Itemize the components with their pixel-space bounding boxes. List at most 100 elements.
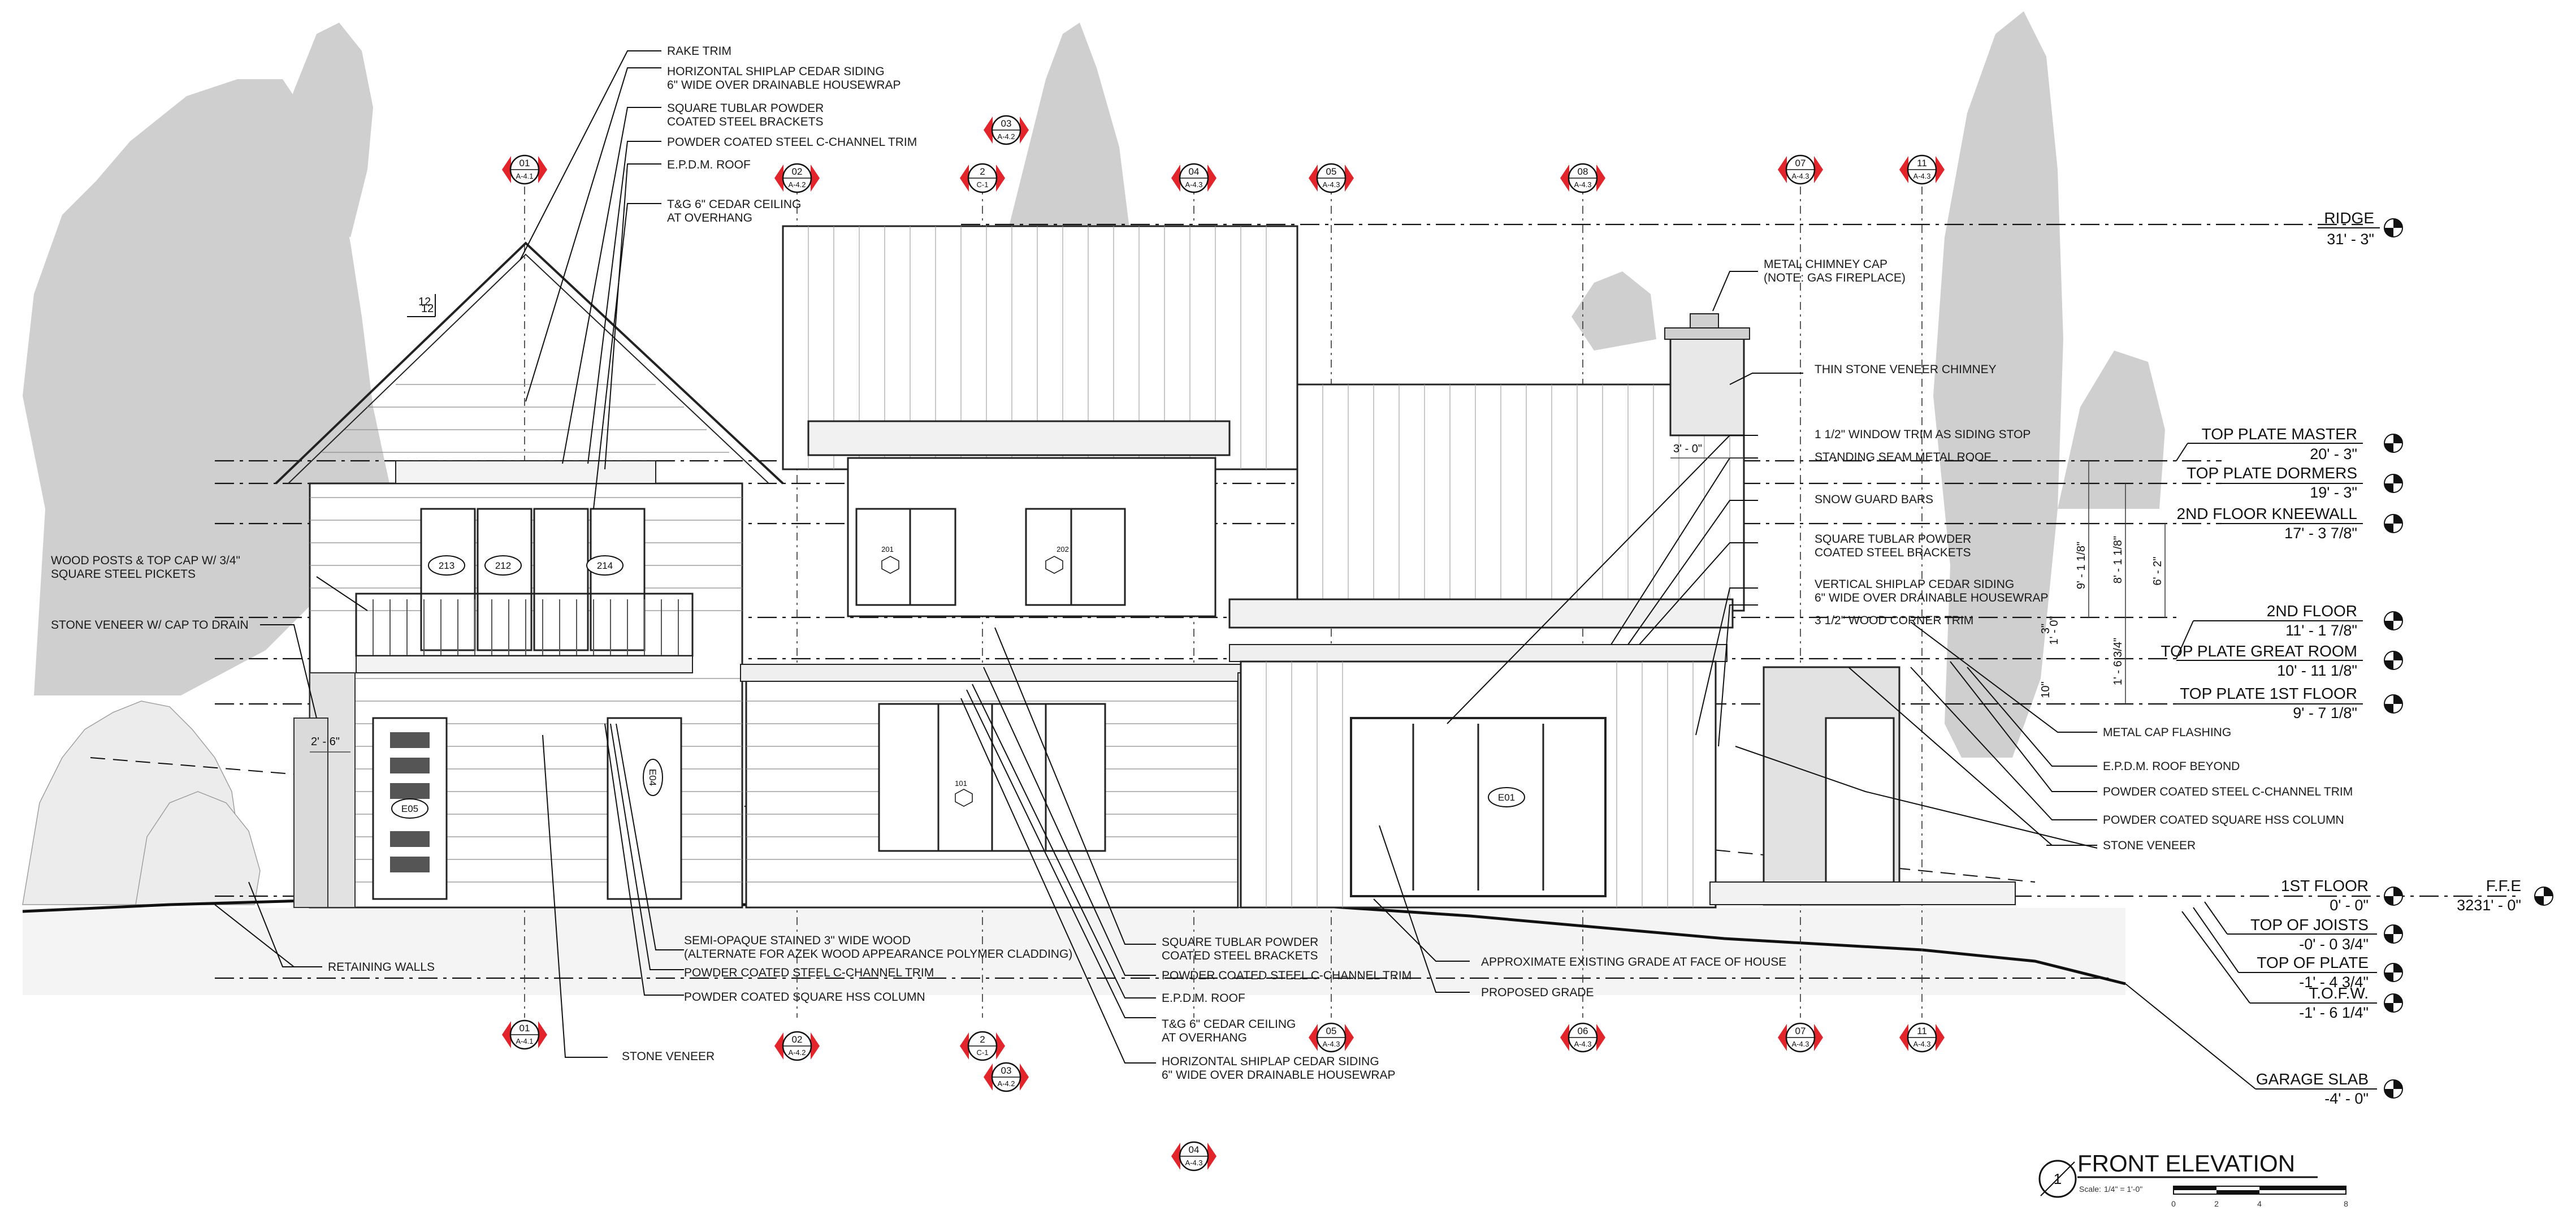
level-ffe-value: 3231' - 0" (2457, 897, 2521, 914)
view-title-block: 1 FRONT ELEVATION Scale: 1/4" = 1'-0" 0 … (2038, 1150, 2348, 1208)
window-tag-201: 201 (881, 545, 894, 554)
level-top-of-plate: TOP OF PLATE -1' - 4 3/4" (2193, 907, 2403, 991)
note-shiplap-2: 6" WIDE OVER DRAINABLE HOUSEWRAP (667, 79, 901, 92)
note-cedar-2: AT OVERHANG (667, 211, 752, 224)
section-direction-arrow (1309, 165, 1318, 192)
level-labels: RIDGE 31' - 3" TOP PLATE MASTER 20' - 3"… (2125, 209, 2553, 1107)
scale-prefix: Scale: (2079, 1185, 2101, 1194)
window-tag: 101 (955, 779, 973, 807)
level-top-plate-great-room: TOP PLATE GREAT ROOM 10' - 11 1/8" (2161, 642, 2403, 679)
note-brackets-2: COATED STEEL BRACKETS (667, 115, 824, 128)
notes-bottom: RETAINING WALLS SEMI-OPAQUE STAINED 3" W… (328, 934, 1786, 1082)
level-ridge-name: RIDGE (2324, 209, 2374, 227)
window-tag-101: 101 (955, 779, 967, 788)
door-tag: E04 (643, 759, 663, 796)
section-sheet: A-4.3 (1185, 180, 1202, 189)
note-cedar-b2: AT OVERHANG (1162, 1031, 1247, 1044)
left-shrubs (22, 701, 261, 905)
view-title: FRONT ELEVATION (2077, 1150, 2295, 1177)
section-sheet: A-4.3 (1791, 172, 1809, 180)
section-number: 05 (1326, 166, 1337, 177)
note-brackets-1: SQUARE TUBLAR POWDER (667, 102, 824, 115)
level-top-value: -1' - 4 3/4" (2299, 974, 2369, 991)
dim-b: 8' - 1 1/8" (2112, 536, 2124, 583)
door-tag-e05: E05 (401, 803, 418, 814)
section-number: 04 (1189, 166, 1200, 177)
section-direction-arrow (1814, 1024, 1823, 1051)
door-tag-e04: E04 (647, 769, 658, 786)
section-sheet: A-4.2 (788, 180, 806, 189)
note-existing-grade: APPROXIMATE EXISTING GRADE AT FACE OF HO… (1481, 956, 1786, 969)
section-number: 02 (792, 166, 803, 177)
note-corner-trim: 3 1/2" WOOD CORNER TRIM (1815, 614, 1973, 627)
window-tag-202: 202 (1057, 545, 1069, 554)
scale-tick-2: 2 (2214, 1199, 2219, 1208)
scale-value: 1/4" = 1'-0" (2104, 1185, 2142, 1194)
section-direction-arrow (1936, 156, 1945, 183)
top-section-mark: 02A-4.2 (774, 163, 820, 193)
section-direction-arrow (1345, 1024, 1354, 1051)
note-stained-wood-1: SEMI-OPAQUE STAINED 3" WIDE WOOD (684, 934, 911, 947)
right-wing (1228, 313, 2016, 909)
section-direction-arrow (1899, 1024, 1908, 1051)
level-tp1-name: TOP PLATE 1ST FLOOR (2180, 685, 2357, 702)
window-tag: 212 (484, 555, 522, 576)
level-top-name: TOP OF PLATE (2257, 954, 2369, 971)
note-hss-column-r: POWDER COATED SQUARE HSS COLUMN (2103, 814, 2344, 827)
dim-post-height: 2' - 6" (311, 736, 340, 748)
level-knee-name: 2ND FLOOR KNEEWALL (2177, 505, 2357, 522)
note-stone-chimney: THIN STONE VENEER CHIMNEY (1815, 363, 1997, 376)
level-top-plate-master: TOP PLATE MASTER 20' - 3" (2176, 425, 2403, 462)
section-direction-arrow (1778, 156, 1787, 183)
section-direction-arrow (811, 1032, 820, 1060)
section-number: 06 (1578, 1026, 1588, 1036)
note-stained-wood-2: (ALTERNATE FOR AZEK WOOD APPEARANCE POLY… (684, 948, 1072, 961)
dim-g: 10" (2040, 681, 2052, 698)
section-sheet: C-1 (977, 1048, 989, 1057)
pitch-rise: 12 (421, 302, 434, 315)
level-tpm-value: 20' - 3" (2310, 446, 2357, 462)
level-toj-name: TOP OF JOISTS (2250, 916, 2369, 933)
dim-f: 3" (2040, 624, 2052, 634)
top-section-mark: 2C-1 (960, 163, 1005, 193)
note-brackets-b1: SQUARE TUBLAR POWDER (1162, 936, 1318, 949)
window-tag: 202 (1045, 545, 1069, 574)
dim-a: 9' - 1 1/8" (2075, 542, 2088, 589)
note-vertical-shiplap-1: VERTICAL SHIPLAP CEDAR SIDING (1815, 578, 2014, 591)
window-tag: 213 (428, 555, 465, 576)
section-direction-arrow (1345, 165, 1354, 192)
section-number: 03 (1001, 1065, 1012, 1076)
note-c-channel-b: POWDER COATED STEEL C-CHANNEL TRIM (684, 966, 934, 979)
background-trees (22, 11, 2165, 905)
section-direction-arrow (1020, 1064, 1029, 1091)
note-shiplap-b2: 6" WIDE OVER DRAINABLE HOUSEWRAP (1162, 1069, 1396, 1082)
opening-tags: 213 212 214 201 202 101 E05 E04 (391, 545, 1525, 819)
section-number: 11 (1917, 158, 1927, 168)
level-gs-value: -4' - 0" (2324, 1090, 2369, 1107)
section-direction-arrow (774, 1032, 783, 1060)
section-number: 07 (1795, 158, 1806, 168)
section-direction-arrow (996, 1032, 1005, 1060)
note-c-channel-r: POWDER COATED STEEL C-CHANNEL TRIM (2103, 785, 2353, 798)
note-cedar-1: T&G 6" CEDAR CEILING (667, 198, 801, 211)
dim-e: 1' - 0" (2048, 616, 2060, 645)
scale-tick-4: 4 (2257, 1199, 2262, 1208)
pitch-run: 12 (418, 296, 431, 308)
top-section-mark: 11A-4.3 (1899, 154, 1945, 185)
note-epdm-beyond: E.P.D.M. ROOF BEYOND (2103, 760, 2240, 773)
note-rake-trim: RAKE TRIM (667, 45, 731, 58)
bottom-section-mark: 02A-4.2 (774, 1031, 820, 1061)
door-tag: E05 (391, 798, 428, 819)
section-sheet: A-4.3 (1913, 1040, 1930, 1048)
section-number: 02 (792, 1034, 803, 1045)
central-block (740, 225, 1304, 909)
roof-pitch-symbol: 12 12 (407, 294, 436, 317)
level-tpgr-value: 10' - 11 1/8" (2277, 662, 2357, 679)
note-brackets-r2: COATED STEEL BRACKETS (1815, 546, 1971, 559)
section-sheet: A-4.3 (1185, 1159, 1202, 1167)
section-sheet: A-4.2 (997, 1079, 1015, 1088)
note-snow-guard: SNOW GUARD BARS (1815, 493, 1933, 506)
level-2nd-value: 11' - 1 7/8" (2285, 622, 2357, 639)
